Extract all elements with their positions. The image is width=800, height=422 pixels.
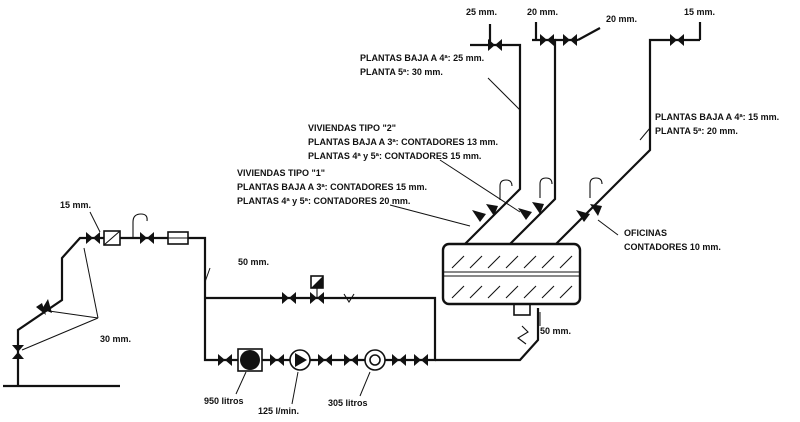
manifold-meters-top	[451, 255, 573, 269]
viviendas-2-line2: PLANTAS 4ª y 5ª: CONTADORES 15 mm.	[308, 151, 481, 161]
viviendas-1-title: VIVIENDAS TIPO "1"	[237, 168, 325, 178]
riser-meters	[472, 177, 603, 222]
main-valves-end	[392, 354, 428, 366]
note-planta-5-30: PLANTA 5ª: 30 mm.	[360, 67, 443, 77]
main-valves-mid	[270, 354, 284, 366]
viviendas-2-title: VIVIENDAS TIPO "2"	[308, 123, 396, 133]
note-plantas-baja-4-25: PLANTAS BAJA A 4ª: 25 mm.	[360, 53, 484, 63]
bypass-valves	[282, 275, 355, 304]
tank-305	[364, 349, 386, 371]
label-top-25: 25 mm.	[466, 7, 497, 17]
label-tank-950: 950 litros	[204, 396, 244, 406]
note-planta-5-20: PLANTA 5ª: 20 mm.	[655, 126, 738, 136]
note-plantas-baja-4-15: PLANTAS BAJA A 4ª: 15 mm.	[655, 112, 779, 122]
inlet-filter	[167, 231, 189, 245]
leader-lines	[21, 77, 651, 405]
meter-manifold	[441, 242, 582, 306]
oficinas-line1: CONTADORES 10 mm.	[624, 242, 721, 252]
top-valves	[488, 34, 684, 51]
label-main-50a: 50 mm.	[238, 257, 269, 267]
inlet-valve-diagonal	[36, 299, 52, 315]
label-tank-305: 305 litros	[328, 398, 368, 408]
label-pump-125: 125 l/min.	[258, 406, 299, 416]
label-inlet-15: 15 mm.	[60, 200, 91, 210]
viviendas-1-line2: PLANTAS 4ª y 5ª: CONTADORES 20 mm.	[237, 196, 410, 206]
manifold-feed-pipe	[435, 308, 540, 362]
manifold-feed-check	[517, 325, 529, 345]
label-top-15: 15 mm.	[684, 7, 715, 17]
label-top-20a: 20 mm.	[527, 7, 558, 17]
viviendas-2-line1: PLANTAS BAJA A 3ª: CONTADORES 13 mm.	[308, 137, 498, 147]
main-valves-right	[318, 354, 358, 366]
inlet-valve-horizontal	[86, 232, 100, 244]
main-valves-left	[218, 354, 232, 366]
tank-950	[237, 348, 263, 372]
label-riser-30: 30 mm.	[100, 334, 131, 344]
label-main-50b: 50 mm.	[540, 326, 571, 336]
oficinas-title: OFICINAS	[624, 228, 667, 238]
inlet-valve-bottom	[12, 345, 24, 359]
viviendas-1-line1: PLANTAS BAJA A 3ª: CONTADORES 15 mm.	[237, 182, 427, 192]
label-top-20b: 20 mm.	[606, 14, 637, 24]
pump-125	[289, 349, 311, 371]
manifold-meters-bottom	[451, 285, 573, 299]
inlet-check-valve	[132, 213, 154, 244]
